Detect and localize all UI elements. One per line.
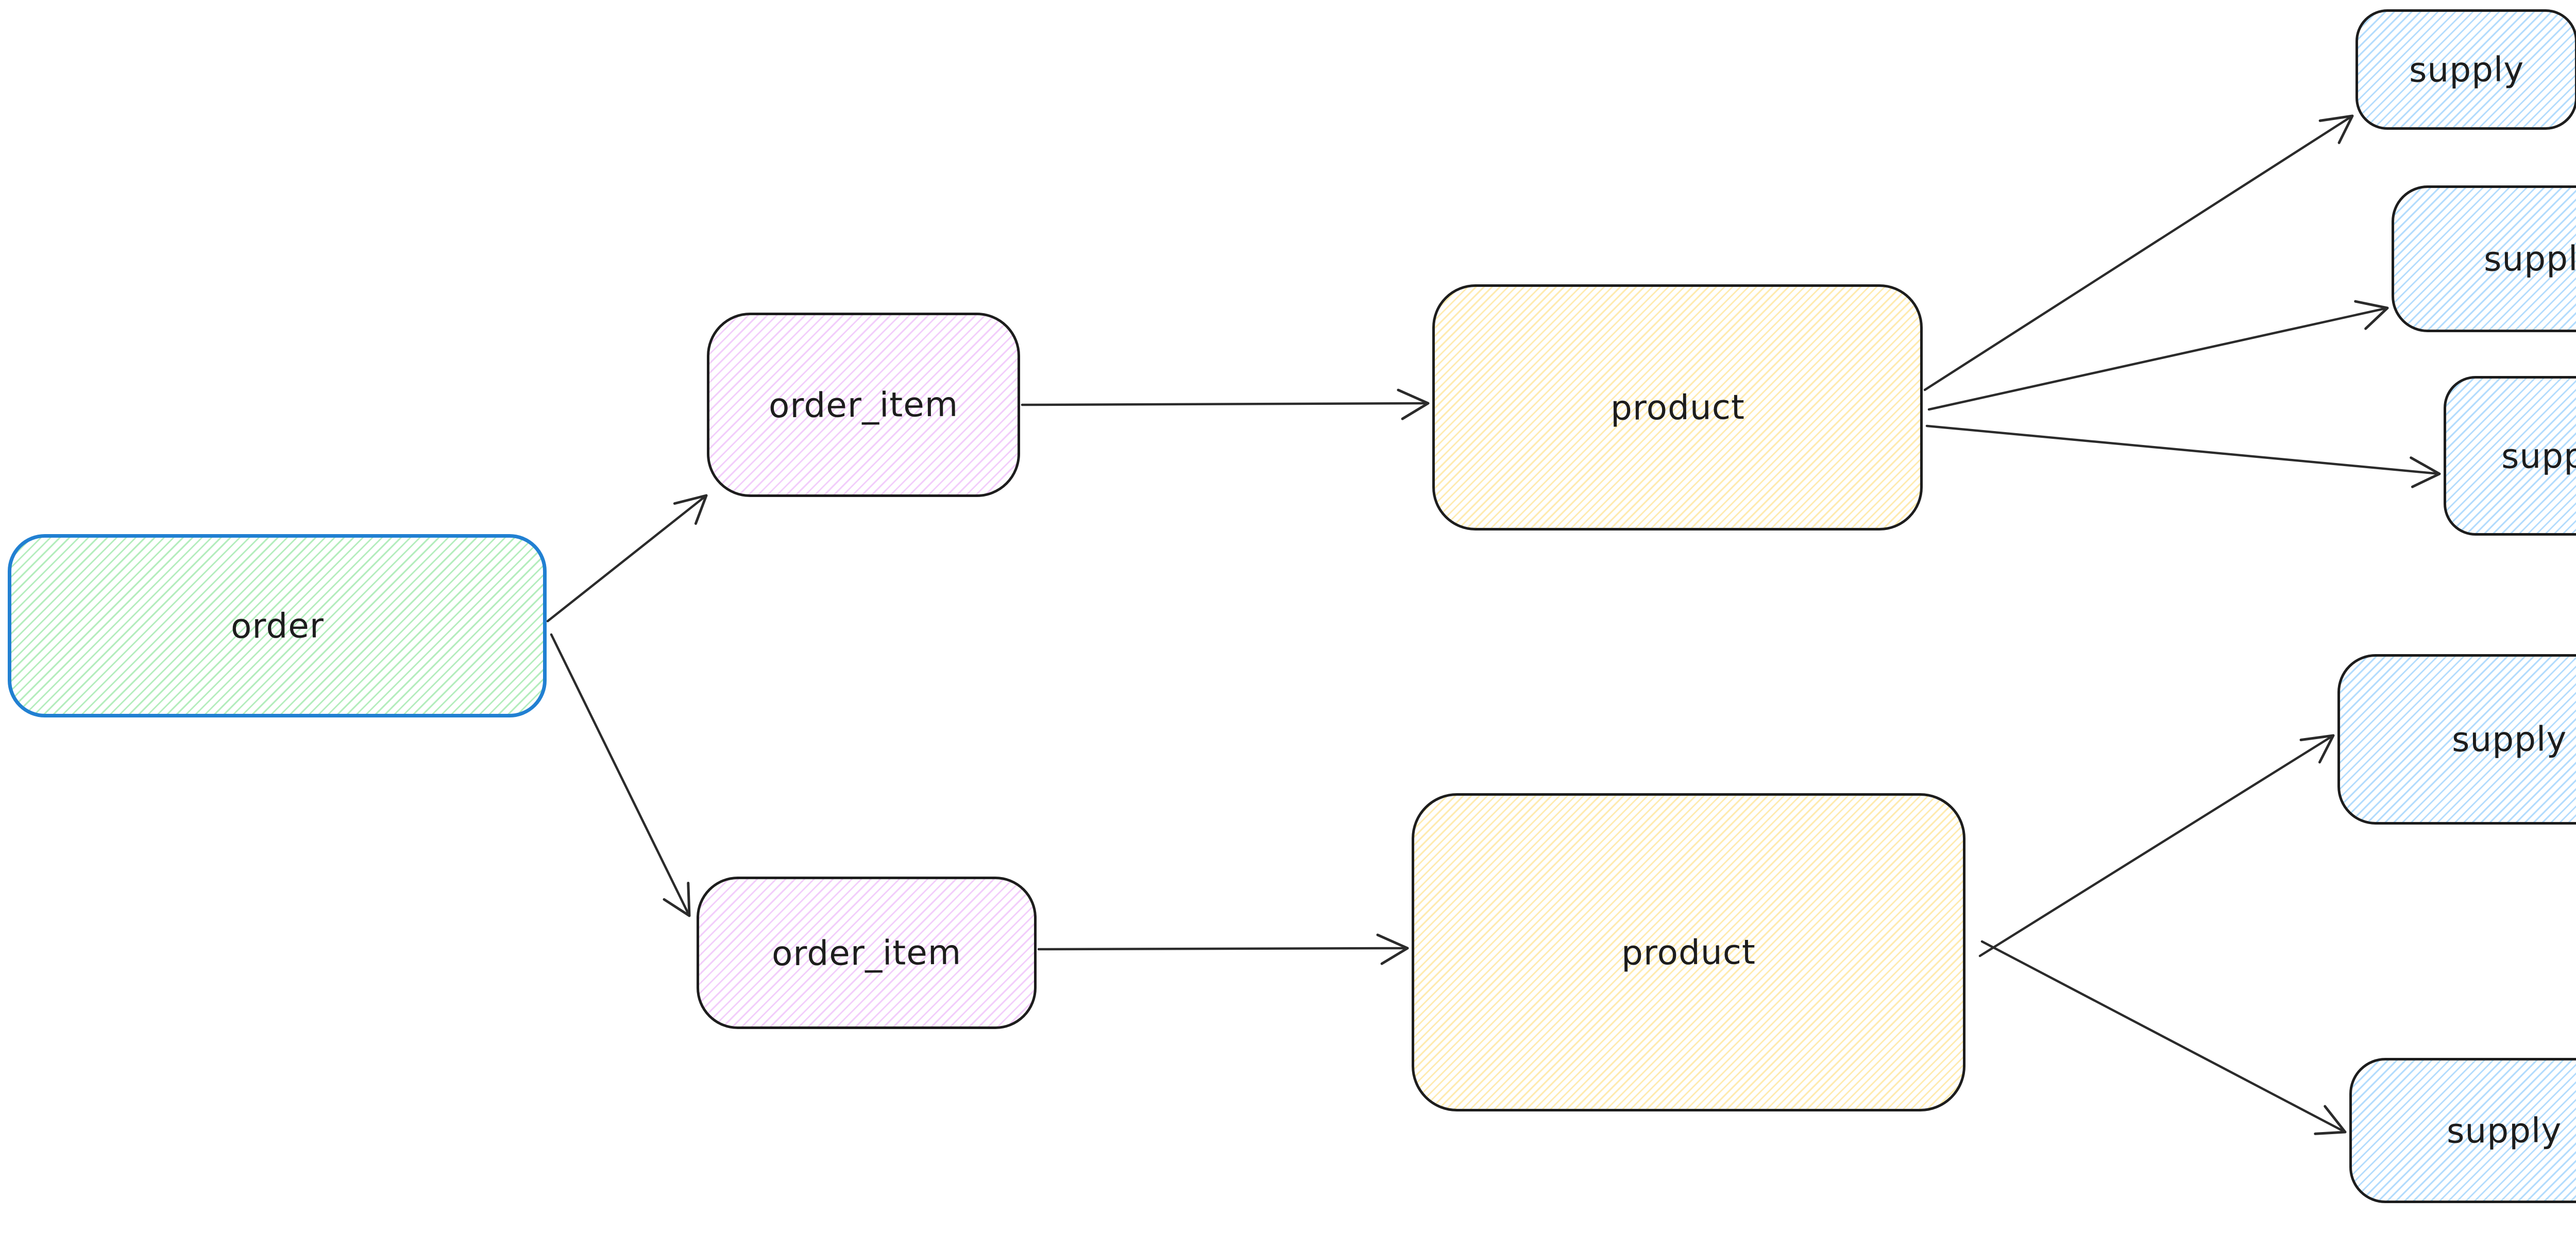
node-product-2[interactable]: product	[1412, 793, 1965, 1111]
node-order-item-1-label: order_item	[768, 384, 959, 425]
node-supply-5[interactable]: supply	[2349, 1058, 2576, 1203]
arrow-order-item-2-to-product-2[interactable]	[1037, 933, 1409, 965]
node-supply-2[interactable]: supply	[2392, 185, 2576, 332]
node-supply-4[interactable]: supply	[2337, 654, 2576, 825]
arrow-order-to-order-item-2[interactable]	[550, 633, 691, 917]
node-supply-1[interactable]: supply	[2355, 9, 2576, 130]
node-supply-2-label: supply	[2484, 238, 2576, 279]
arrow-order-item-1-to-product-1[interactable]	[1021, 388, 1430, 420]
node-product-2-label: product	[1621, 932, 1756, 973]
node-order-label: order	[230, 605, 324, 646]
arrow-product-1-to-supply-1[interactable]	[1923, 114, 2354, 391]
node-supply-5-label: supply	[2446, 1110, 2562, 1151]
node-supply-4-label: supply	[2451, 719, 2567, 760]
node-product-1-label: product	[1610, 387, 1745, 428]
arrow-order-to-order-item-1[interactable]	[546, 494, 708, 623]
node-supply-3[interactable]: supply	[2444, 376, 2576, 536]
node-order-item-1[interactable]: order_item	[707, 313, 1020, 497]
arrow-product-2-to-supply-5[interactable]	[1980, 940, 2347, 1135]
node-product-1[interactable]: product	[1432, 284, 1923, 530]
node-order-item-2[interactable]: order_item	[697, 877, 1037, 1029]
node-supply-3-label: supply	[2501, 435, 2576, 476]
arrow-product-1-to-supply-2[interactable]	[1927, 300, 2389, 411]
arrow-product-1-to-supply-3[interactable]	[1925, 424, 2441, 488]
arrow-product-2-to-supply-4[interactable]	[1978, 734, 2335, 957]
node-order[interactable]: order	[8, 534, 547, 717]
node-supply-1-label: supply	[2409, 49, 2524, 90]
node-order-item-2-label: order_item	[771, 932, 962, 973]
